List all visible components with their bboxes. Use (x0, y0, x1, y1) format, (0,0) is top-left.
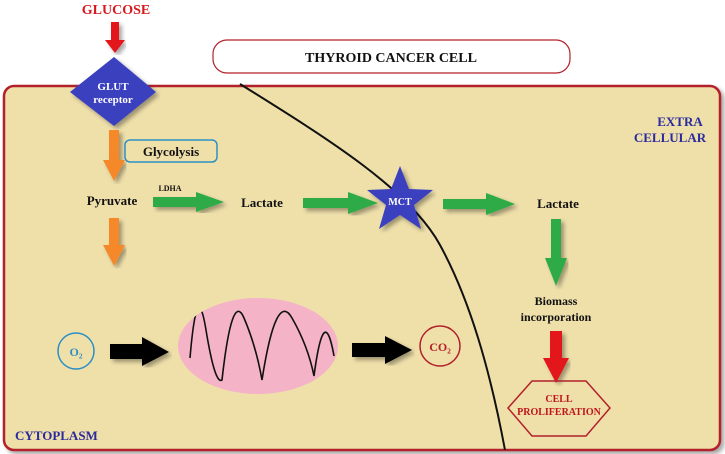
mitochondrion-cristae (189, 307, 335, 382)
mct-transporter (367, 166, 433, 229)
lactate-to-mct-arrow (303, 192, 378, 214)
glut-receptor (70, 57, 156, 126)
glycolysis-label: Glycolysis (143, 144, 199, 159)
co2-label: CO₂ (429, 340, 451, 354)
o2-label: O₂ (70, 345, 83, 359)
lactate-outer-label: Lactate (537, 196, 579, 211)
glycolysis-arrow (103, 130, 125, 181)
glycolysis-box (124, 139, 218, 163)
glucose-arrow (105, 22, 125, 53)
co2-circle (419, 325, 461, 367)
mct-to-lactate-arrow (443, 193, 515, 215)
pyruvate-label: Pyruvate (87, 193, 138, 208)
extracellular-label-line1: EXTRA (657, 114, 703, 129)
biomass-label-line2: incorporation (521, 310, 592, 324)
glut-label-line1: GLUT (97, 81, 129, 93)
mct-label: MCT (388, 197, 412, 208)
cell-proliferation-line1: CELL (545, 394, 573, 405)
mitochondrion (178, 298, 338, 394)
glucose-label: GLUCOSE (82, 3, 150, 18)
biomass-label-line1: Biomass (535, 294, 578, 308)
cytoplasm-label: CYTOPLASM (15, 428, 98, 443)
mito-to-co2-arrow (352, 336, 412, 364)
cell-proliferation-line2: PROLIFERATION (517, 407, 601, 418)
biomass-to-proliferation-arrow (543, 331, 569, 383)
title-box (212, 39, 571, 74)
extracellular-label-line2: CELLULAR (634, 130, 707, 145)
cell-proliferation-hexagon (507, 380, 611, 437)
o2-circle (57, 332, 95, 370)
pyruvate-to-lactate-arrow (153, 192, 224, 212)
glut-label-line2: receptor (93, 94, 133, 106)
membrane-curve (239, 83, 506, 451)
pyruvate-to-mito-arrow (103, 218, 125, 266)
title-text: THYROID CANCER CELL (305, 51, 477, 66)
lactate-to-biomass-arrow (545, 219, 567, 286)
ldha-label: LDHA (158, 184, 181, 193)
o2-to-mito-arrow (110, 337, 169, 366)
lactate-inner-label: Lactate (241, 195, 283, 210)
